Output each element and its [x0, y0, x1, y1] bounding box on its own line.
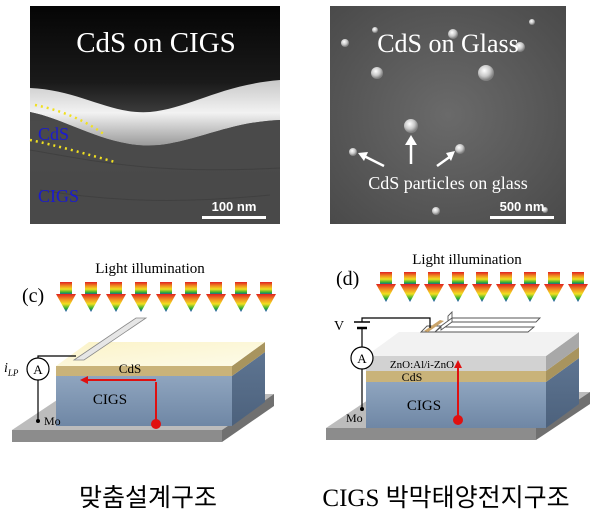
panel-d-schematic: (d) Light illumination: [322, 252, 590, 512]
cigs-layer-c: [56, 376, 232, 426]
label-cds-d: CdS: [402, 370, 423, 384]
caption-d: CIGS 박막태양전지구조: [322, 484, 569, 512]
panel-a-tem: CdS on CIGS CdS CIGS 100 nm: [29, 6, 281, 224]
cds-lower-dots: [29, 138, 116, 164]
label-mo-d: Mo: [346, 411, 363, 425]
ammeter-c-label: A: [33, 362, 43, 377]
panel-d-light-arrows: [376, 272, 588, 302]
particle-arrows: [358, 135, 455, 168]
ammeter-d-label: A: [357, 351, 367, 366]
ammeter-c: [26, 357, 50, 381]
cds-layer-d: [366, 371, 546, 382]
label-cigs-c: CIGS: [93, 392, 127, 408]
panel-b-sem: CdS on Glass CdS particles on glass 500 …: [330, 6, 566, 224]
cds-upper-dots: [34, 103, 106, 137]
voltage-label-d: V: [334, 319, 344, 334]
panel-a-title: CdS on CIGS: [76, 27, 236, 59]
panel-c-light-label: Light illumination: [95, 261, 205, 277]
caption-c: 맞춤설계구조: [79, 484, 217, 512]
cds-particles: [341, 19, 548, 215]
sem-background: [330, 6, 566, 224]
cds-layer-c: [56, 366, 232, 376]
top-contact-d: [419, 310, 542, 333]
top-surface-d: [366, 332, 579, 356]
zno-layer-d: [366, 356, 546, 371]
label-cds: CdS: [38, 124, 69, 144]
top-contact-c: [72, 317, 148, 361]
scale-bar-b-label: 500 nm: [500, 199, 545, 214]
electron-c: [151, 419, 161, 429]
panel-d-light-label: Light illumination: [412, 252, 522, 268]
top-surface-c: [56, 342, 265, 366]
tem-cds-band: [30, 80, 280, 146]
label-cigs: CIGS: [38, 186, 79, 206]
scale-bar-a: [202, 216, 266, 219]
panel-b-annotation: CdS particles on glass: [368, 173, 528, 193]
electron-d: [453, 415, 463, 425]
panel-b-title: CdS on Glass: [377, 29, 519, 58]
ammeter-d: [350, 346, 374, 370]
scale-bar-b: [490, 216, 554, 219]
label-cigs-d: CIGS: [407, 398, 441, 414]
scale-bar-a-label: 100 nm: [212, 199, 257, 214]
svg-text:iLP: iLP: [4, 361, 19, 378]
panel-c-schematic: (c) Light illumination C: [4, 261, 276, 512]
panel-c-light-arrows: [56, 282, 276, 312]
panel-d-tag: (d): [336, 268, 359, 290]
label-zno-d: ZnO:Al/i-ZnO: [390, 359, 454, 371]
current-sub-c: LP: [7, 368, 19, 378]
current-label-c: i: [4, 361, 8, 376]
label-mo-c: Mo: [44, 414, 61, 428]
panel-c-tag: (c): [22, 285, 44, 307]
cigs-layer-d: [366, 382, 546, 428]
label-cds-c: CdS: [119, 361, 141, 376]
